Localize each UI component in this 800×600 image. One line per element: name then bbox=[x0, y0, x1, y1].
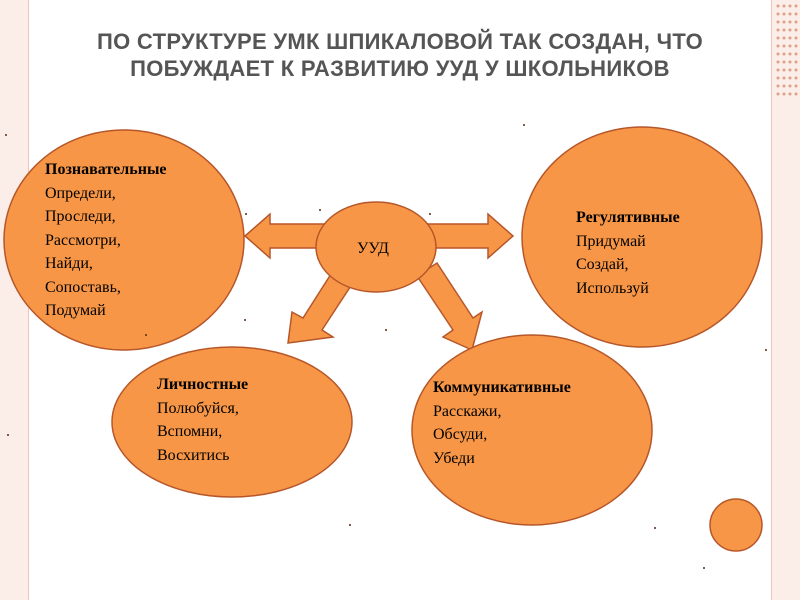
circle-center-uud bbox=[315, 201, 437, 293]
circle-regulatory bbox=[521, 126, 763, 348]
group-regulatory: Регулятивные Придумай Создай, Используй bbox=[576, 206, 680, 300]
group-item: Подумай bbox=[45, 302, 106, 319]
group-heading: Регулятивные bbox=[576, 209, 680, 226]
group-item: Придумай bbox=[576, 232, 646, 250]
slide-title: По структуре УМК Шпикаловой так создан, … bbox=[97, 29, 703, 81]
group-communicative: Коммуникативные Расскажи, Обсуди, Убеди bbox=[433, 376, 571, 470]
circle-personal bbox=[111, 346, 353, 498]
group-cognitive: Познавательные Определи, Проследи, Рассм… bbox=[45, 158, 167, 323]
group-item: Определи, bbox=[45, 184, 116, 202]
group-item: Найди, bbox=[45, 255, 93, 272]
decorative-dot-circle bbox=[709, 498, 763, 552]
group-item: Полюбуйся, bbox=[157, 399, 239, 417]
group-item: Убеди bbox=[433, 449, 475, 467]
group-personal: Личностные Полюбуйся, Вспомни, Восхитись bbox=[157, 373, 248, 467]
group-item: Рассмотри, bbox=[45, 231, 121, 249]
group-item: Сопоставь, bbox=[45, 278, 121, 296]
group-heading: Личностные bbox=[157, 376, 249, 393]
center-label: УУД bbox=[357, 240, 389, 257]
group-item: Используй bbox=[576, 279, 649, 297]
group-item: Обсуди, bbox=[433, 426, 488, 443]
border-dots bbox=[776, 4, 798, 96]
right-decorative-border bbox=[771, 0, 800, 600]
group-item: Вспомни, bbox=[157, 423, 223, 440]
group-item: Создай, bbox=[576, 256, 629, 273]
group-heading: Познавательные bbox=[45, 161, 167, 178]
arrow-down-right bbox=[415, 261, 484, 352]
group-heading: Коммуникативные bbox=[433, 379, 571, 396]
circle-cognitive bbox=[3, 129, 245, 351]
group-item: Проследи, bbox=[45, 208, 116, 225]
group-item: Восхитись bbox=[157, 446, 230, 464]
circle-communicative bbox=[411, 334, 653, 526]
group-item: Расскажи, bbox=[433, 402, 502, 420]
